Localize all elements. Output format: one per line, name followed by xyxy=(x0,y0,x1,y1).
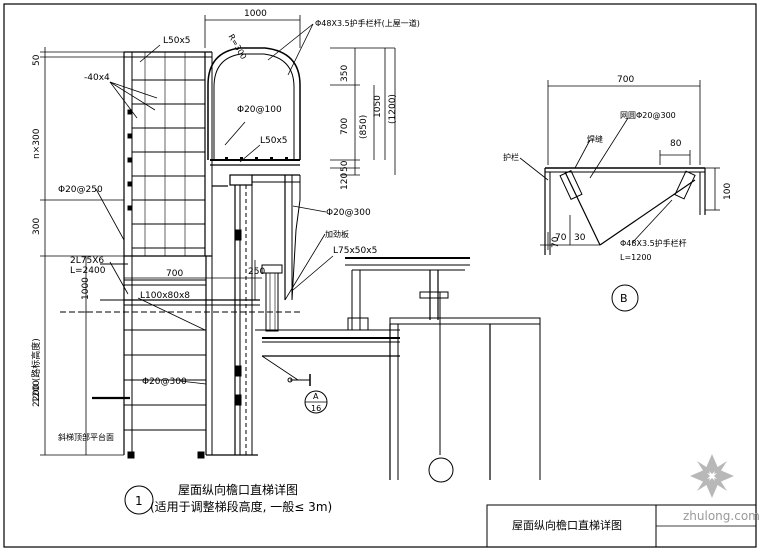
caption-title: 屋面纵向檐口直梯详图 xyxy=(178,482,298,497)
dim-right-50: 50 xyxy=(340,160,350,172)
main-view-text: 1000 50 n×300 300 2200 (路标高度) 1000 1200 … xyxy=(30,9,420,442)
watermark-logo-icon xyxy=(690,454,734,498)
dim-radius: R=300 xyxy=(227,33,249,61)
detail-dim-100: 100 xyxy=(723,183,733,200)
label-l75x50x5: L75x50x5 xyxy=(333,246,377,256)
leader-lines xyxy=(95,23,334,385)
detail-marker: B xyxy=(620,292,628,305)
label-l100x80x8: L100x80x8 xyxy=(140,291,190,301)
building-section xyxy=(255,257,541,483)
title-block: 屋面纵向檐口直梯详图 xyxy=(486,504,757,548)
label-rail-top: Φ48X3.5护手栏杆(上屋一道) xyxy=(315,18,420,28)
label-tie-plate: 加劲板 xyxy=(325,229,349,239)
label-l50x5-mid: L50x5 xyxy=(260,136,288,146)
dim-left-top: 50 xyxy=(32,54,42,66)
label-rod-20-100: Φ20@100 xyxy=(237,105,282,115)
dim-top-width: 1000 xyxy=(244,9,267,19)
dim-left-n300: n×300 xyxy=(32,128,42,159)
dim-mid-700: 700 xyxy=(166,269,183,279)
dim-right-1200: (1200) xyxy=(388,94,398,124)
dim-right-350: 350 xyxy=(340,65,350,82)
section-callout: A 16 xyxy=(287,374,328,414)
caption-subtitle: (适用于调整梯段高度, 一般≤ 3m) xyxy=(150,499,332,514)
dimension-lines xyxy=(40,15,396,456)
label-platform: 斜梯顶部平台面 xyxy=(58,432,114,442)
detail-label-rail: Φ48X3.5护手栏杆 xyxy=(620,238,687,248)
watermark: zhulong.com xyxy=(683,454,760,523)
callout-number: A xyxy=(313,392,319,401)
detail-dim-70-b: 70 xyxy=(555,233,567,243)
detail-label-rail-len: L=1200 xyxy=(620,253,652,262)
drawing-caption: 1 屋面纵向檐口直梯详图 (适用于调整梯段高度, 一般≤ 3m) xyxy=(124,482,332,515)
dim-left-300: 300 xyxy=(32,218,42,235)
label-rod-20-300-right: Φ20@300 xyxy=(326,208,371,218)
title-block-text: 屋面纵向檐口直梯详图 xyxy=(512,518,622,532)
label-rod-20-250: Φ20@250 xyxy=(58,185,103,195)
dim-right-120: 120 xyxy=(340,173,350,190)
label-rod-20-300-bottom: Φ20@300 xyxy=(142,377,187,387)
detail-b-text: 700 80 100 70 30 70 网圆Φ20@300 焊缝 护栏 Φ48X… xyxy=(503,75,733,305)
detail-label-rod: 网圆Φ20@300 xyxy=(620,111,676,120)
detail-label-parapet: 护栏 xyxy=(503,152,519,162)
right-cage xyxy=(252,174,301,332)
watermark-text: zhulong.com xyxy=(683,509,760,523)
dim-left-2200: 2200 (路标高度) xyxy=(30,338,42,407)
dim-right-850: (850) xyxy=(359,115,369,139)
detail-b xyxy=(519,80,720,312)
dim-right-700: 700 xyxy=(340,118,350,135)
caption-number: 1 xyxy=(135,494,143,508)
detail-label-weld: 焊缝 xyxy=(587,134,603,144)
dim-left-1200: 1200 xyxy=(32,380,42,403)
dim-left-1000: 1000 xyxy=(81,277,91,300)
detail-dim-30: 30 xyxy=(574,233,586,243)
upper-ladder xyxy=(123,51,213,256)
handrail-arch xyxy=(207,47,301,166)
dim-right-1050: 1050 xyxy=(373,95,383,118)
detail-dim-700: 700 xyxy=(617,75,634,85)
main-elevation xyxy=(40,15,541,483)
detail-dim-80: 80 xyxy=(670,139,682,149)
callout-sheet: 16 xyxy=(311,404,321,413)
label-bar-40x4: -40x4 xyxy=(84,73,110,83)
label-2l75x6: 2L75X6 xyxy=(70,256,104,266)
detail-dim-70-a: 70 xyxy=(551,236,561,248)
label-l50x5-top: L50x5 xyxy=(163,36,191,46)
lower-cage xyxy=(60,255,300,459)
drawing-frame xyxy=(3,3,757,548)
dim-mid-250: 250 xyxy=(248,267,265,277)
middle-ladder xyxy=(205,174,258,456)
label-2l75x6-len: L=2400 xyxy=(70,266,106,276)
